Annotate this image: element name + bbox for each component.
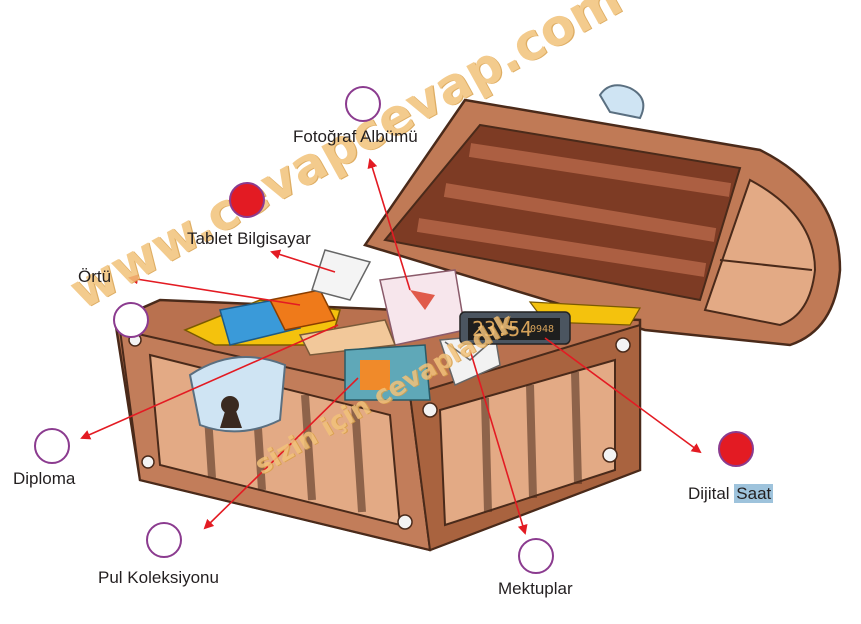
arrow-tablet — [270, 249, 336, 273]
arrow-cover — [128, 274, 301, 306]
arrow-stamps — [203, 377, 359, 530]
marker-cover[interactable] — [113, 302, 149, 338]
label-clock: Dijital Saat — [688, 484, 774, 504]
clock-small: 0948 — [530, 324, 555, 335]
arrow-photo-album — [367, 158, 411, 291]
label-stamps: Pul Koleksiyonu — [98, 568, 219, 587]
marker-stamps[interactable] — [146, 522, 182, 558]
label-photo-album: Fotoğraf Albümü — [293, 127, 418, 146]
clock-time: 23:54 — [472, 317, 533, 341]
label-clock-word1: Dijital — [688, 484, 730, 503]
chest-contents — [183, 249, 642, 401]
arrow-diploma — [80, 324, 339, 440]
chest-lid — [362, 84, 842, 347]
label-tablet: Tablet Bilgisayar — [187, 229, 311, 248]
pointer-arrows — [80, 158, 702, 535]
arrow-letters — [469, 349, 528, 535]
label-letters: Mektuplar — [498, 579, 573, 598]
marker-tablet[interactable] — [229, 182, 265, 218]
label-cover: Örtü — [78, 267, 112, 286]
marker-photo-album[interactable] — [345, 86, 381, 122]
arrow-clock — [544, 337, 702, 454]
marker-letters[interactable] — [518, 538, 554, 574]
marker-clock[interactable] — [718, 431, 754, 467]
label-diploma: Diploma — [13, 469, 76, 488]
clock-display: 23:54 0948 — [470, 317, 560, 341]
marker-diploma[interactable] — [34, 428, 70, 464]
label-clock-word2: Saat — [734, 484, 774, 503]
